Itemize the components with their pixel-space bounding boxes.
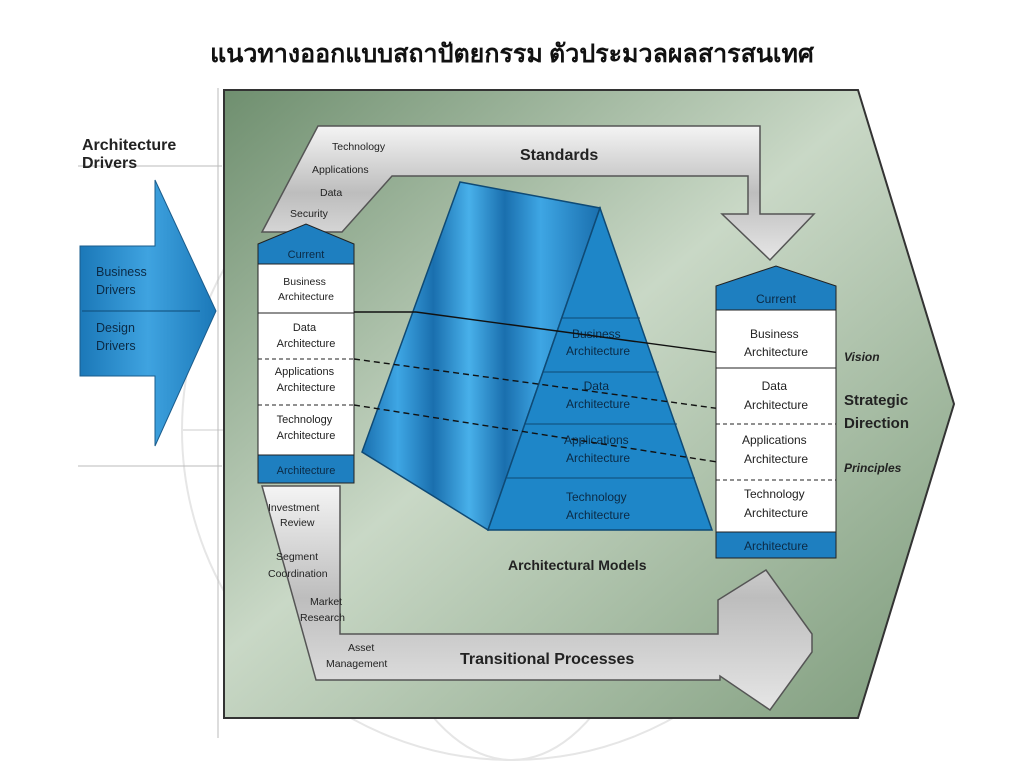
target-row-data: Data Architecture [744,379,808,412]
target-stack-footer [715,531,837,559]
architectural-models-prism: Business Architecture Data Architecture … [361,181,714,532]
current-row-data: Data Architecture [277,322,336,350]
model-row-applications: Applications Architecture [564,433,632,465]
business-drivers-label: Business Drivers [96,265,150,297]
target-stack-footer-label: Architecture [744,539,808,553]
standards-arrow [260,125,816,262]
vision-label: Vision [844,350,880,364]
target-stack-header-label: Current [756,292,797,306]
model-row-technology: Technology Architecture [566,490,630,522]
transitional-label: Transitional Processes [460,651,634,668]
target-row-technology: Technology Architecture [744,487,808,520]
transitional-arrow [261,485,813,712]
current-stack-header-label: Current [288,249,325,261]
model-row-data: Data Architecture [566,379,630,411]
page-title: แนวทางออกแบบสถาปัตยกรรม ตัวประมวลผลสารสน… [210,41,814,68]
prism-front-face [486,205,714,531]
current-row-business: Business Architecture [278,276,334,303]
principles-label: Principles [844,461,902,475]
current-architecture-stack: Current Business Architecture Data Archi… [257,223,355,484]
design-drivers-label: Design Drivers [96,321,138,353]
target-row-applications: Applications Architecture [742,433,810,466]
current-stack-footer [257,454,355,484]
target-stack-body [715,309,837,533]
transitional-items: Investment Review Segment Coordination M… [268,502,387,670]
current-row-applications: Applications Architecture [275,366,337,394]
strategic-direction-label: Strategic Direction [844,392,912,432]
current-stack-footer-label: Architecture [277,465,336,477]
drivers-heading: Architecture Drivers [82,137,181,172]
current-row-technology: Technology Architecture [277,414,336,442]
drivers-arrow [79,179,217,447]
target-row-business: Business Architecture [744,327,808,359]
standards-items: Technology Applications Data Security [290,141,388,220]
target-architecture-stack: Current Business Architecture Data Archi… [715,265,837,559]
architectural-models-label: Architectural Models [508,557,647,573]
standards-label: Standards [520,147,598,164]
